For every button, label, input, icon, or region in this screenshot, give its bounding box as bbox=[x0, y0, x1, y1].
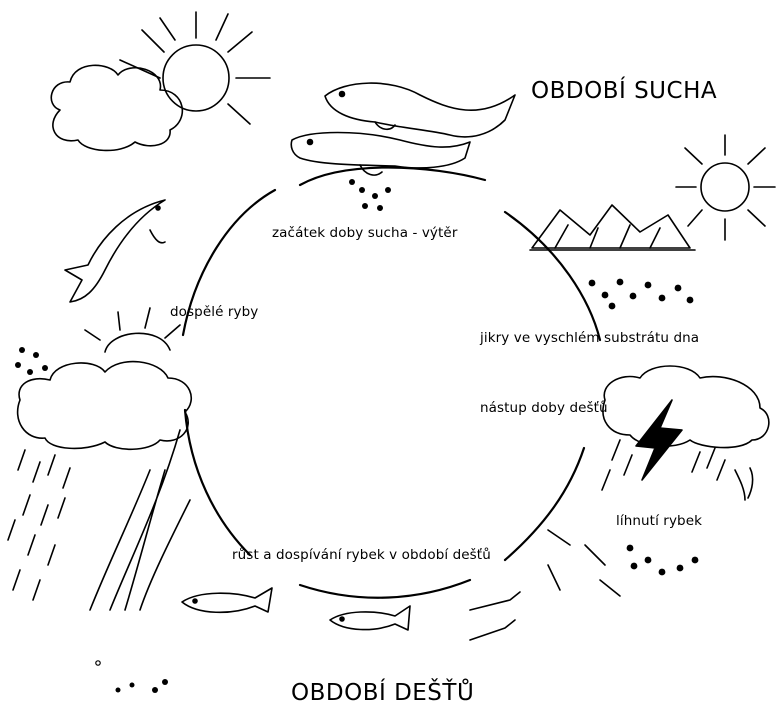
dots-bottom-left bbox=[96, 661, 168, 693]
stage-hatching-label: líhnutí rybek bbox=[616, 513, 702, 529]
stage-growth-label: růst a dospívání rybek v období dešťů bbox=[232, 547, 491, 563]
hatching-fry-icon bbox=[548, 530, 620, 596]
reeds-icon bbox=[90, 430, 190, 610]
stage-spawning-label: začátek doby sucha - výtěr bbox=[272, 225, 457, 241]
stage-adults-label: dospělé ryby bbox=[170, 304, 258, 320]
spawning-fish-icon bbox=[291, 83, 515, 175]
egg-dots-hatching bbox=[627, 545, 699, 576]
cracked-soil-icon bbox=[530, 205, 695, 250]
season-dry-title: OBDOBÍ SUCHA bbox=[531, 78, 717, 104]
rain-icon-left bbox=[8, 450, 70, 600]
stage-eggs-label: jikry ve vyschlém substrátu dna bbox=[480, 330, 699, 346]
sun-icon-right bbox=[676, 135, 775, 240]
egg-dots-right bbox=[589, 279, 694, 310]
season-rain-title: OBDOBÍ DEŠŤŮ bbox=[291, 680, 474, 706]
cloud-with-sun-icon bbox=[18, 308, 192, 449]
adult-fish-icon bbox=[65, 200, 165, 302]
sun-icon-top-left bbox=[51, 12, 270, 150]
dots-left bbox=[15, 347, 48, 375]
storm-cloud-icon bbox=[602, 366, 769, 500]
egg-dots-top bbox=[349, 179, 391, 211]
stage-rain-onset-label: nástup doby dešťů bbox=[480, 400, 608, 416]
